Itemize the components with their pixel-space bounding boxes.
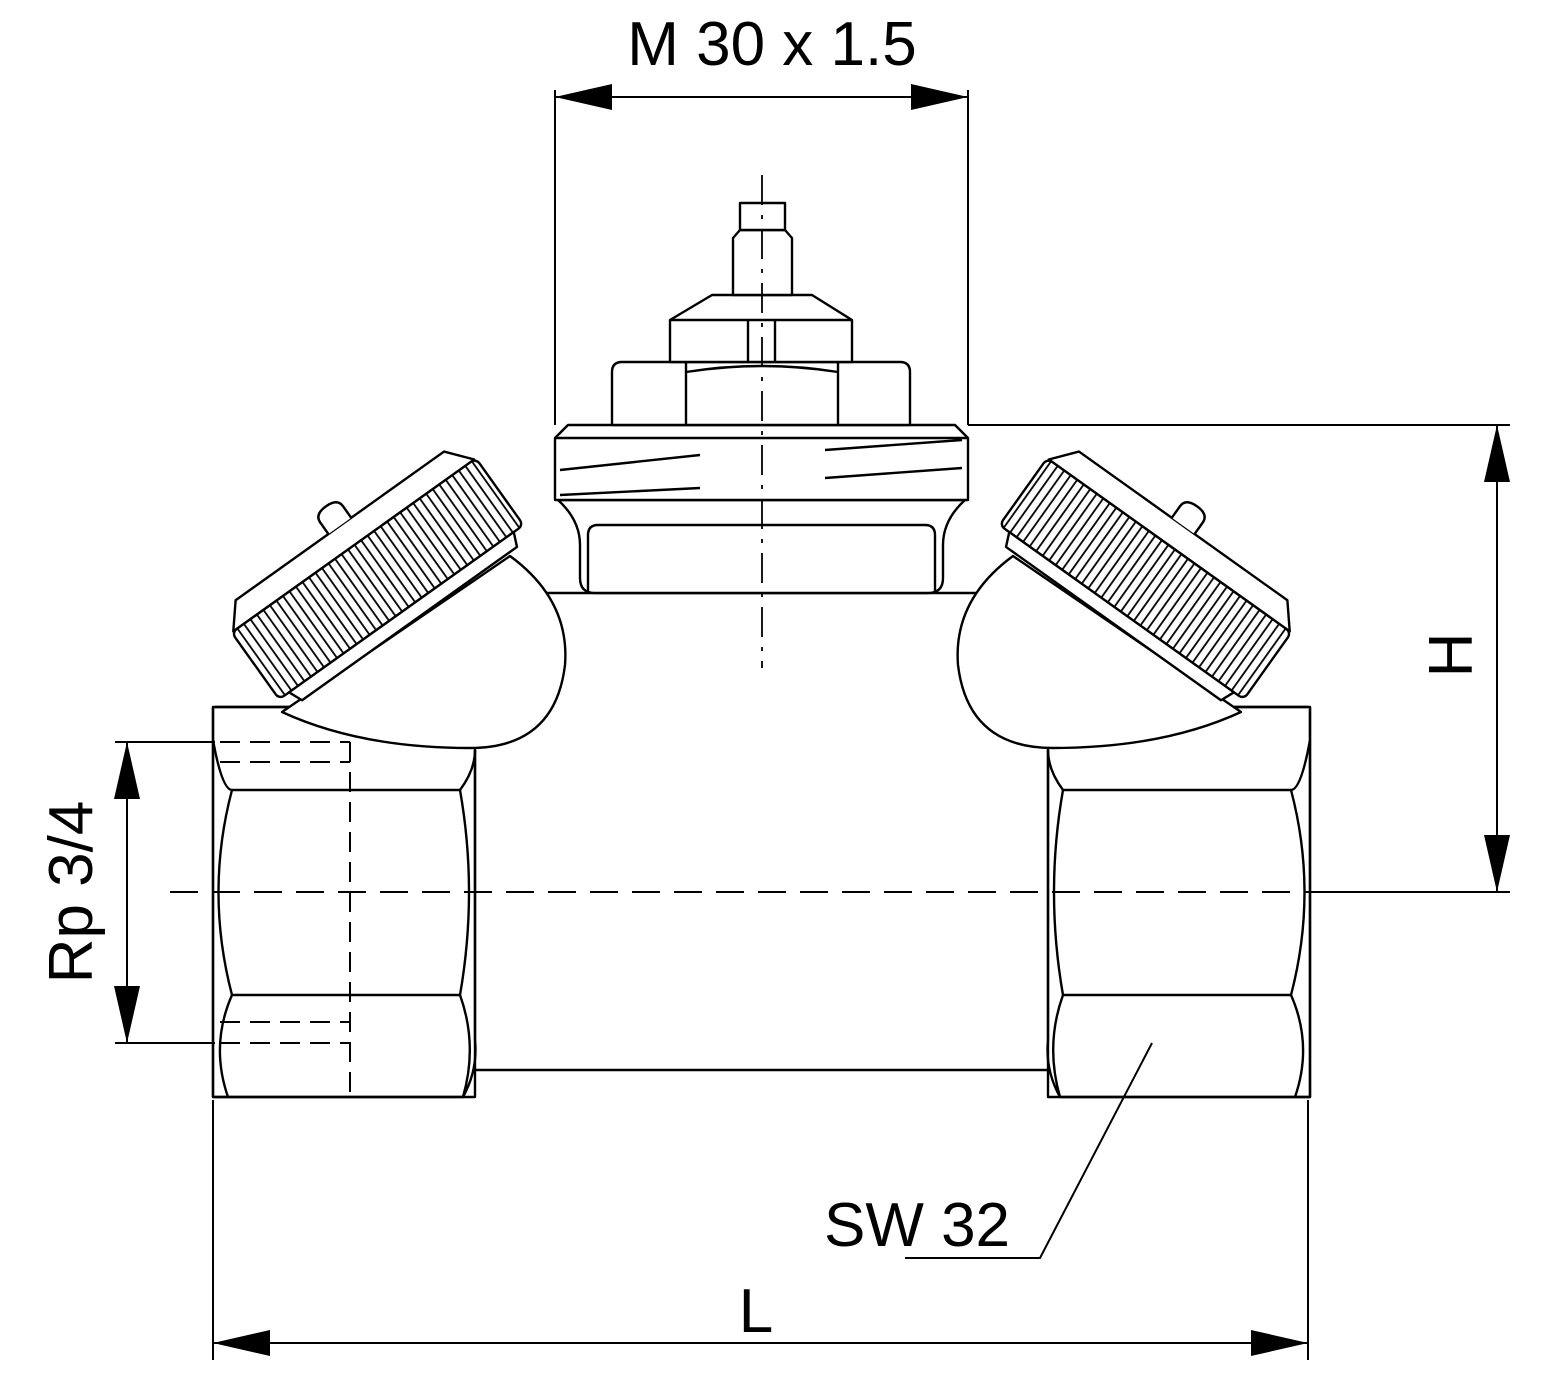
thread-dimension-line xyxy=(554,90,969,425)
length-dimension-line xyxy=(212,1100,1309,1360)
wrench-size-label: SW 32 xyxy=(824,1191,1010,1260)
hidden-thread-lines xyxy=(220,741,350,1044)
left-connection xyxy=(204,419,566,1097)
length-label: L xyxy=(739,1277,773,1346)
height-dimension-arrows xyxy=(1484,425,1510,892)
height-label: H xyxy=(1417,633,1486,678)
right-connection xyxy=(958,419,1320,1097)
valve-neck xyxy=(556,498,967,595)
upper-nut-faces xyxy=(670,318,852,362)
lower-nut xyxy=(610,360,912,427)
upper-nut xyxy=(668,293,854,364)
thread-lines xyxy=(555,436,968,497)
wrench-size-leader xyxy=(905,1042,1153,1259)
pipe-thread-label: Rp 3/4 xyxy=(37,801,106,984)
thread-label: M 30 x 1.5 xyxy=(627,10,916,79)
height-dimension-line xyxy=(968,424,1510,893)
